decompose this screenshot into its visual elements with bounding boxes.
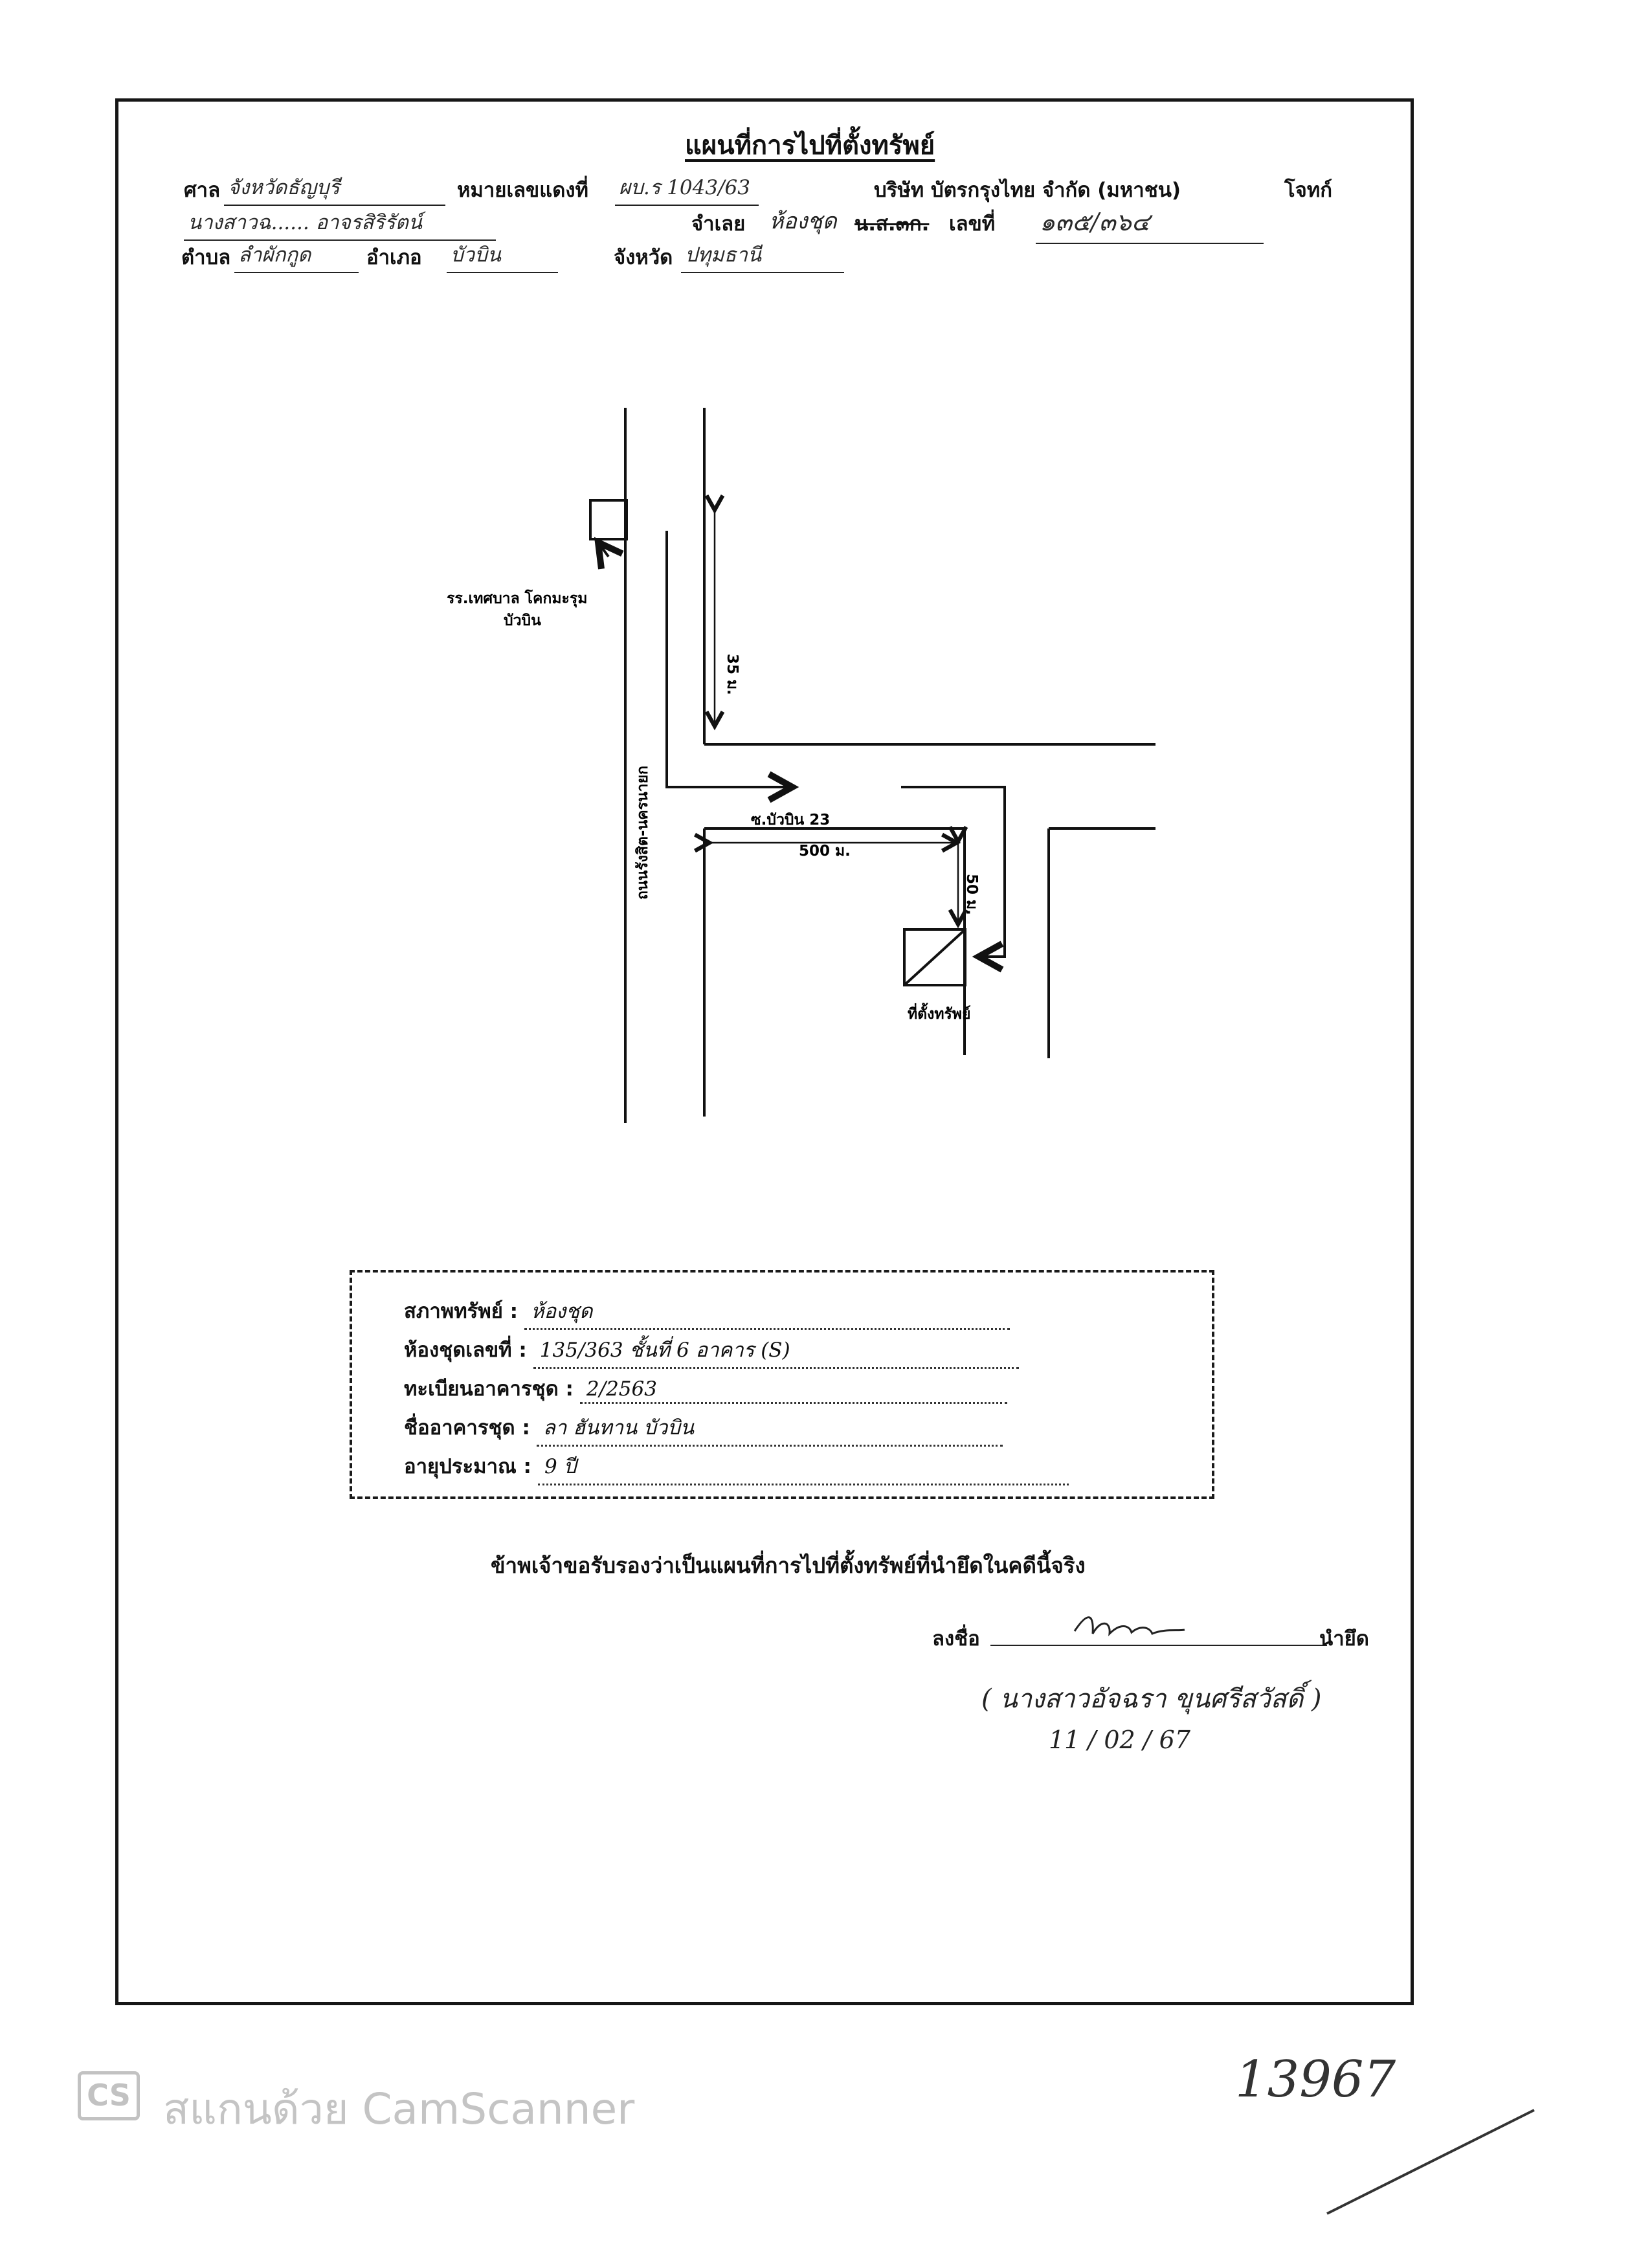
landmark-label: รร.เทศบาล โคกมะรุม <box>447 589 587 608</box>
certification-statement: ข้าพเจ้าขอรับรองว่าเป็นแผนที่การไปที่ตั้… <box>491 1553 1086 1578</box>
distance-soi-label: 500 ม. <box>799 843 851 860</box>
deed-number-value: ๑๓๕/๓๖๔ <box>1036 202 1264 244</box>
building-name-value: ลา ฮันทาน บัวบิน <box>536 1411 1003 1447</box>
deed-type-value: ห้องชุด <box>769 208 837 234</box>
property-type-label: สภาพทรัพย์ : <box>404 1300 519 1323</box>
distance-vertical-label: 35 ม. <box>724 654 741 695</box>
signature-image <box>990 1616 1327 1646</box>
court-value: จังหวัดธัญบุรี <box>224 171 445 206</box>
registration-value: 2/2563 <box>579 1377 1007 1404</box>
defendant-value: นางสาวฉ...... อาจรสิริรัตน์ <box>184 206 496 241</box>
page-mark: 13967 <box>1235 2051 1396 2109</box>
court-label: ศาล <box>184 179 221 202</box>
unit-number-value: 135/363 ชั้นที่ 6 อาคาร (S) <box>533 1333 1019 1369</box>
registration-row: ทะเบียนอาคารชุด :2/2563 <box>404 1372 1007 1405</box>
landmark-sub-label: บัวบิน <box>504 612 541 629</box>
property-type-row: สภาพทรัพย์ :ห้องชุด <box>404 1295 1010 1330</box>
signature-role: นำยึด <box>1319 1627 1369 1651</box>
unit-number-row: ห้องชุดเลขที่ : 135/363 ชั้นที่ 6 อาคาร (… <box>404 1333 1019 1369</box>
main-road-label: ถนนรังสิต-นครนายก <box>634 766 651 900</box>
signature-label: ลงชื่อ <box>932 1627 980 1651</box>
case-number-label: หมายเลขแดงที่ <box>457 179 588 202</box>
age-row: อายุประมาณ : 9 ปี <box>404 1450 1069 1485</box>
camscanner-logo: CS <box>78 2071 140 2120</box>
province-value: ปทุมธานี <box>681 238 844 273</box>
landmark-pointer <box>594 537 624 570</box>
plaintiff-name: บริษัท บัตรกรุงไทย จำกัด (มหาชน) <box>874 179 1181 202</box>
registration-label: ทะเบียนอาคารชุด : <box>404 1377 574 1401</box>
building-name-row: ชื่ออาคารชุด :ลา ฮันทาน บัวบิน <box>404 1411 1003 1447</box>
property-info-box: สภาพทรัพย์ :ห้องชุด ห้องชุดเลขที่ : 135/3… <box>350 1270 1214 1499</box>
route-arrow-main <box>665 531 799 803</box>
property-diagonal <box>903 928 966 986</box>
property-type-value: ห้องชุด <box>524 1295 1010 1330</box>
age-value: 9 ปี <box>537 1450 1069 1485</box>
distance-short-label: 50 ม. <box>963 874 980 915</box>
province-label: จังหวัด <box>614 246 673 269</box>
camscanner-watermark: สแกนด้วย CamScanner <box>163 2084 635 2134</box>
debtor-label: จำเลย <box>691 212 746 236</box>
subdistrict-value: ลำผักกูด <box>234 238 359 273</box>
age-label: อายุประมาณ : <box>404 1455 531 1478</box>
route-arrow-soi <box>901 786 1006 973</box>
deed-type-struck: น.ส.๓ก. <box>854 212 930 236</box>
building-name-label: ชื่ออาคารชุด : <box>404 1416 530 1440</box>
property-label: ที่ตั้งทรัพย์ <box>908 1003 970 1023</box>
plaintiff-role: โจทก์ <box>1284 179 1333 202</box>
unit-number-label: ห้องชุดเลขที่ : <box>404 1339 527 1362</box>
document-title: แผนที่การไปที่ตั้งทรัพย์ <box>685 131 935 161</box>
district-value: บัวบิน <box>447 238 558 273</box>
property-building <box>903 928 966 986</box>
signature-date: 11 / 02 / 67 <box>1049 1726 1190 1754</box>
document-border <box>115 98 1414 2005</box>
district-label: อำเภอ <box>366 246 422 269</box>
soi-label: ซ.บัวบิน 23 <box>751 812 830 828</box>
deed-number-label: เลขที่ <box>949 212 996 236</box>
subdistrict-label: ตำบล <box>181 246 231 269</box>
case-number-value: ผบ.ร 1043/63 <box>615 171 759 206</box>
signer-name: ( นางสาวอัจฉรา ขุนศรีสวัสดิ์ ) <box>981 1684 1322 1714</box>
landmark-building <box>589 499 628 540</box>
page-mark-slash <box>1326 2109 1535 2215</box>
